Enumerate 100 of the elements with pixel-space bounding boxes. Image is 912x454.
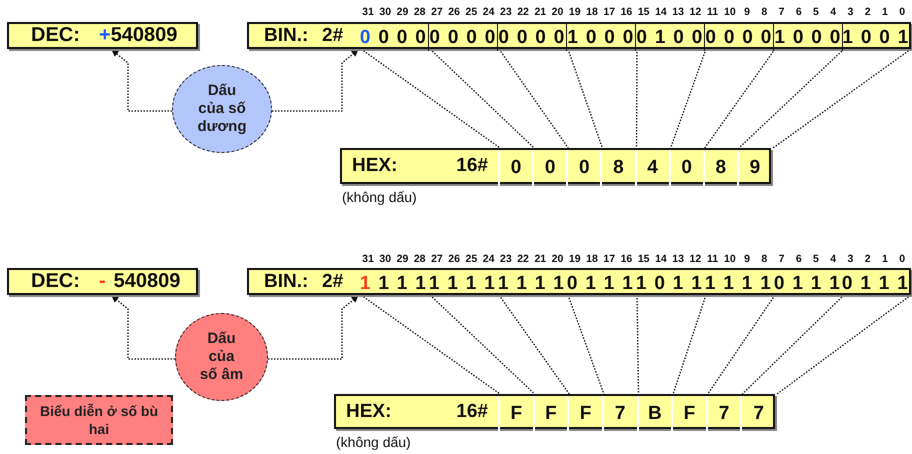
dotted-line [498,48,569,148]
bit-index: 6 [796,253,802,265]
sign-symbol: - [99,270,106,293]
number-label: HEX: [352,155,398,177]
decimal-box [7,22,198,49]
bit-index: 17 [603,253,616,265]
binary-digits: 1 0 0 0 [567,26,635,48]
bit-index: 0 [899,6,906,18]
binary-digits: 0 0 0 [378,26,428,48]
bit-index: 30 [379,253,392,265]
bit-index: 22 [517,6,529,18]
bit-index: 16 [620,253,632,265]
bit-index: 27 [431,6,443,18]
bit-index: 19 [568,6,581,18]
note-text: Dấu của số dương [196,82,248,136]
bit-index: 3 [848,253,854,265]
hex-digit: 7 [718,402,730,424]
hex-digit: 0 [510,157,522,179]
sign-bit: 0 [360,26,372,48]
bit-index: 9 [744,6,750,18]
binary-digits: 0 0 0 0 [498,26,566,48]
dotted-line [360,48,500,149]
note-box [25,395,173,445]
hex-digit: B [648,402,662,424]
decimal-value: 540809 [114,270,180,293]
bit-index: 20 [552,6,564,18]
dotted-line [430,48,535,148]
decimal-box [7,268,198,295]
bit-index: 11 [707,253,718,265]
bit-index: 17 [603,6,616,18]
bit-index: 26 [448,6,460,18]
bit-index: 25 [466,6,478,18]
hex-digit: 9 [750,157,760,179]
number-label: DEC: [31,24,81,47]
dotted-line [360,294,500,395]
bit-index: 7 [778,6,784,18]
bit-index: 1 [882,6,888,18]
note-text: Dấu của số âm [198,330,244,384]
bit-index: 24 [482,253,494,265]
note-text: Biểu diễn ở số bù hai [39,402,159,438]
binary-digits: 1 0 0 0 [774,26,842,48]
binary-box [247,268,911,295]
binary-digits: 1 0 1 1 [636,272,704,294]
bit-index: 21 [534,6,546,18]
bit-index: 8 [761,6,768,18]
bit-index: 4 [830,6,836,18]
hex-digit: 8 [613,157,624,179]
dotted-line [567,294,604,394]
bit-index: 28 [414,6,426,18]
bit-index: 23 [500,6,512,18]
dotted-arrow [268,296,359,360]
dotted-line [670,48,707,148]
decimal-value: 540809 [110,24,178,47]
bit-index: 27 [431,253,443,265]
hex-digit: F [510,402,522,424]
bit-index: 20 [552,253,564,265]
bit-index: 29 [396,6,408,18]
binary-digits: 0 1 1 1 [842,272,910,294]
base-prefix: 2# [322,271,344,293]
dotted-line [430,294,536,394]
bit-index: 14 [655,6,667,18]
bit-index: 14 [655,253,667,265]
base-prefix: 2# [322,25,344,47]
hex-digit: 7 [614,402,626,424]
bit-index: 1 [882,253,888,265]
dotted-line [707,294,776,394]
dotted-arrow [111,50,172,112]
bit-index: 13 [672,6,684,18]
bit-index: 9 [744,253,750,265]
hex-digit: F [580,402,592,424]
dotted-line [567,48,603,148]
bit-index: 12 [690,253,702,265]
dotted-arrow [111,296,175,360]
bit-index: 15 [638,253,650,265]
dotted-line [742,294,844,394]
dotted-line [704,48,776,148]
bit-index: 18 [586,6,598,18]
binary-digits: 0 0 0 0 [429,26,497,48]
bit-index: 26 [448,253,460,265]
sign-bit: 1 [360,272,372,294]
dotted-line [636,295,640,394]
bit-index: 10 [724,253,736,265]
bit-index: 25 [466,253,478,265]
dotted-line [738,48,844,148]
dotted-line [636,49,638,148]
dotted-line [772,48,912,149]
bit-index: 21 [534,253,546,265]
sign-symbol: + [99,24,111,47]
binary-digits: 1 0 0 1 [842,26,910,48]
dotted-line [672,294,707,394]
binary-digits: 0 1 0 0 [636,26,704,48]
dotted-line [776,294,912,395]
number-label: BIN.: [264,271,308,293]
bit-index: 12 [690,6,702,18]
base-prefix: 16# [456,155,488,177]
hex-digit: F [684,402,696,424]
binary-digits: 1 1 1 [378,272,428,294]
binary-digits: 1 1 1 1 [498,272,566,294]
bit-index: 31 [362,253,374,265]
bit-index: 15 [638,6,650,18]
